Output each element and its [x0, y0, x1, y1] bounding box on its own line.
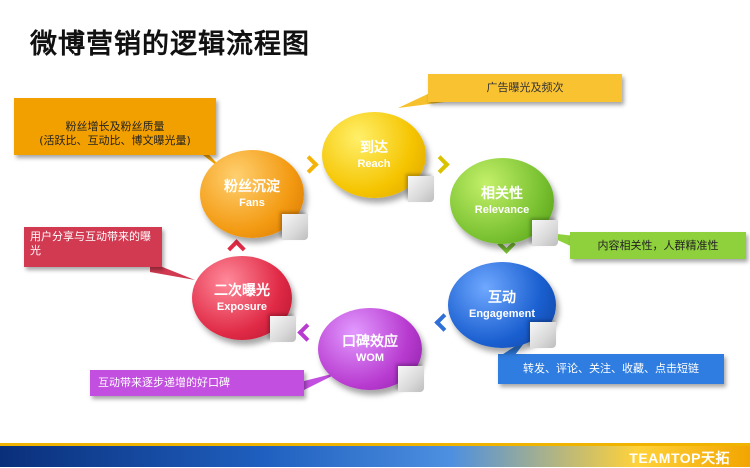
- node-relevance-label: 相关性: [481, 185, 523, 202]
- node-exposure-sublabel: Exposure: [216, 300, 268, 313]
- footer-accent-line: [0, 443, 750, 446]
- page-curl-icon: [532, 220, 558, 246]
- fans-callout-text: 粉丝增长及粉丝质量 (活跃比、互动比、博文曝光量): [39, 120, 191, 147]
- exposure-callout-text: 用户分享与互动带来的曝光: [30, 230, 151, 257]
- footer-bar: [0, 446, 750, 467]
- exposure-callout: 用户分享与互动带来的曝光: [24, 227, 162, 267]
- node-relevance-sublabel: Relevance: [474, 203, 530, 216]
- fans-callout: 粉丝增长及粉丝质量 (活跃比、互动比、博文曝光量): [14, 98, 216, 155]
- page-curl-icon: [398, 366, 424, 392]
- node-wom-sublabel: WOM: [355, 351, 385, 364]
- page-curl-icon: [408, 176, 434, 202]
- node-reach-sublabel: Reach: [357, 157, 391, 170]
- node-engagement-label: 互动: [488, 289, 516, 306]
- brand-logo: TEAMTOP天拓: [629, 450, 730, 466]
- wom-pointer: [300, 372, 340, 392]
- wom-callout-text: 互动带来逐步递增的好口碑: [98, 376, 230, 389]
- node-relevance: 相关性 Relevance: [450, 158, 554, 244]
- node-fans-sublabel: Fans: [239, 196, 265, 209]
- reach-callout: 广告曝光及频次: [428, 74, 622, 102]
- node-reach-label: 到达: [360, 139, 388, 156]
- relevance-callout: 内容相关性，人群精准性: [570, 232, 746, 259]
- page-curl-icon: [282, 214, 308, 240]
- reach-callout-text: 广告曝光及频次: [486, 81, 564, 94]
- page-curl-icon: [270, 316, 296, 342]
- engagement-callout-text: 转发、评论、关注、收藏、点击短链: [523, 362, 699, 375]
- page-curl-icon: [530, 322, 556, 348]
- engagement-callout: 转发、评论、关注、收藏、点击短链: [498, 354, 724, 384]
- node-fans-label: 粉丝沉淀: [224, 178, 280, 195]
- page-title: 微博营销的逻辑流程图: [30, 29, 310, 60]
- relevance-callout-text: 内容相关性，人群精准性: [597, 238, 719, 252]
- node-exposure-label: 二次曝光: [214, 282, 270, 299]
- node-engagement-sublabel: Engagement: [468, 307, 535, 320]
- node-wom-label: 口碑效应: [342, 333, 398, 350]
- wom-callout: 互动带来逐步递增的好口碑: [90, 370, 304, 396]
